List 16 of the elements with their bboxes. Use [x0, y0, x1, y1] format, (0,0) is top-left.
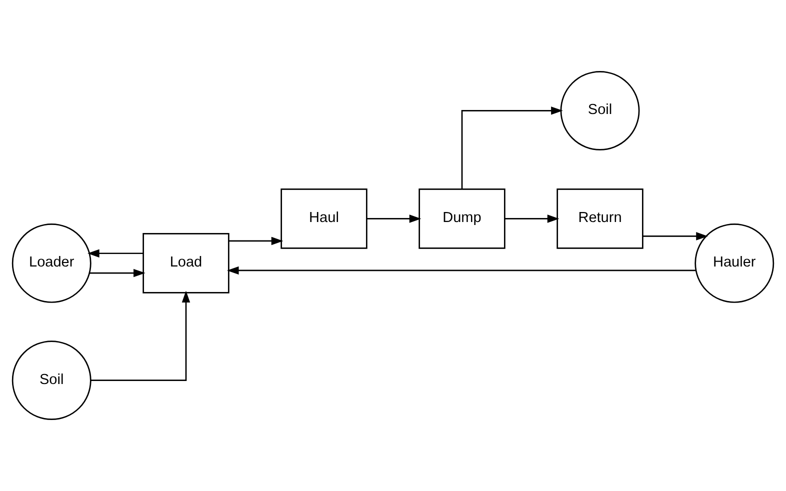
arrow	[226, 266, 696, 275]
node-box: Haul	[280, 188, 368, 249]
arrow	[642, 232, 708, 240]
arrow	[228, 236, 284, 246]
arrow	[89, 268, 146, 278]
arrow	[504, 214, 560, 223]
arrow	[90, 290, 190, 381]
node-box: Dump	[418, 188, 506, 249]
arrow	[461, 106, 563, 190]
arrow	[88, 249, 144, 258]
node-box: Load	[142, 233, 230, 294]
arrow	[366, 214, 422, 223]
node-circle: Soil	[12, 340, 92, 420]
node-circle: Loader	[12, 223, 92, 303]
node-box: Return	[556, 188, 644, 249]
node-circle: Soil	[560, 70, 640, 150]
